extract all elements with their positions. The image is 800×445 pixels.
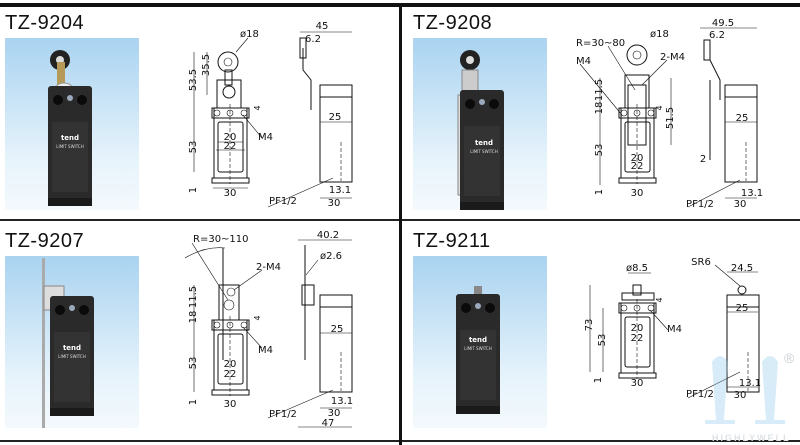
watermark-logo <box>705 356 785 424</box>
dim-screw: M4 <box>576 56 591 67</box>
dim-hole-gap: 4 <box>253 105 262 110</box>
dim-base-width: 30 <box>224 188 237 199</box>
switch-photo-tz9204: tend LIMIT SWITCH <box>48 50 92 206</box>
drawing-tz9204: ø18 53.5 35.5 4 M4 20 22 53 1 30 45 6.2 … <box>188 21 353 209</box>
dim-body-height: 53 <box>188 357 199 370</box>
dim-outer-width: 22 <box>631 161 644 172</box>
model-title-tz9211: TZ-9211 <box>413 230 491 252</box>
dim-base-height: 1 <box>593 377 604 383</box>
dim-screw: M4 <box>667 324 682 335</box>
photo-brand: tend <box>61 134 79 142</box>
dim-body-depth: 25 <box>331 324 344 335</box>
dim-upper-height: 11.5 <box>188 286 199 308</box>
dim-outer-width: 22 <box>224 141 237 152</box>
dim-total-depth: 40.2 <box>317 230 339 241</box>
dim-total-height: 53.5 <box>188 69 199 91</box>
drawing-tz9208: ø18 R=30~80 M4 2-M4 11.5 18 53 1 4 51.5 … <box>576 18 763 210</box>
dim-body-height: 53 <box>188 141 199 154</box>
dim-outer-width: 22 <box>224 369 237 380</box>
dim-base-depth: 30 <box>734 390 747 401</box>
dim-base-depth: 30 <box>734 199 747 210</box>
dim-base-height: 1 <box>594 189 605 195</box>
photo-brand: tend <box>475 139 493 147</box>
dim-lever-radius: R=30~80 <box>576 38 625 49</box>
dim-mid-height: 18 <box>594 102 605 115</box>
photo-label: LIMIT SWITCH <box>470 149 497 154</box>
dim-base-width: 30 <box>631 188 644 199</box>
dim-body-depth: 25 <box>329 112 342 123</box>
dim-base-depth: 30 <box>328 198 341 209</box>
dim-total-depth: 24.5 <box>731 263 753 274</box>
dim-inner-width: 20 <box>224 359 237 370</box>
dim-offset: 6.2 <box>305 34 321 45</box>
dim-screw: M4 <box>258 132 273 143</box>
dim-conduit: PF1/2 <box>686 199 714 210</box>
dim-conduit: PF1/2 <box>269 409 297 420</box>
vertical-rule <box>399 3 402 445</box>
dim-base-width: 30 <box>631 378 644 389</box>
dim-total-height: 73 <box>584 319 595 332</box>
registered-mark: ® <box>784 350 795 366</box>
photo-brand: tend <box>63 344 81 352</box>
photo-label: LIMIT SWITCH <box>56 144 83 149</box>
photo-brand: tend <box>469 336 487 344</box>
photo-label: LIMIT SWITCH <box>58 354 85 359</box>
dim-overall-depth: 47 <box>322 418 335 429</box>
dim-conduit-offset: 13.1 <box>741 188 763 199</box>
model-title-tz9208: TZ-9208 <box>413 12 493 34</box>
dim-inner-width: 20 <box>631 153 644 164</box>
dim-roller-diameter: ø18 <box>240 29 259 40</box>
switch-photo-tz9211: tend LIMIT SWITCH <box>456 286 500 414</box>
dim-roller-height: 35.5 <box>201 54 212 76</box>
dim-mid-height: 18 <box>188 311 199 324</box>
dim-offset: 6.2 <box>709 30 725 41</box>
dim-conduit: PF1/2 <box>269 196 297 207</box>
dim-body-height: 53 <box>597 334 608 347</box>
dim-screw-pair: 2-M4 <box>256 262 281 273</box>
dim-base-width: 30 <box>224 399 237 410</box>
drawing-tz9207: R=30~110 2-M4 11.5 18 4 M4 53 20 22 1 30… <box>184 230 353 429</box>
model-title-tz9207: TZ-9207 <box>5 230 85 252</box>
dim-body-depth: 25 <box>736 113 749 124</box>
dim-base-height: 1 <box>188 187 199 193</box>
dim-inner-width: 20 <box>224 132 237 143</box>
dim-base-height: 1 <box>188 399 199 405</box>
dim-outer-width: 22 <box>631 333 644 344</box>
dim-total-depth: 49.5 <box>712 18 734 29</box>
dim-conduit-offset: 13.1 <box>329 185 351 196</box>
dim-conduit-offset: 13.1 <box>739 378 761 389</box>
dim-rod-gap: 2 <box>700 154 706 165</box>
dim-roller-diameter: ø18 <box>650 29 669 40</box>
dim-plunger-diameter: ø8.5 <box>626 263 648 274</box>
dim-hole-gap: 4 <box>655 297 664 302</box>
drawing-tz9211: ø8.5 73 4 53 20 22 M4 1 30 SR6 24.5 25 1… <box>584 257 761 401</box>
dim-body-height: 53 <box>594 144 605 157</box>
watermark-text: HIGHLYWELL <box>712 433 791 443</box>
dim-base-depth: 30 <box>328 408 341 419</box>
dim-hole-gap: 4 <box>253 315 262 320</box>
photo-label: LIMIT SWITCH <box>464 346 491 351</box>
switch-photo-tz9207: tend LIMIT SWITCH <box>42 258 94 428</box>
dim-body-depth: 25 <box>736 303 749 314</box>
dim-conduit: PF1/2 <box>686 389 714 400</box>
dim-sphere-radius: SR6 <box>691 257 711 268</box>
dim-lever-radius: R=30~110 <box>193 234 249 245</box>
dim-hole-gap: 4 <box>655 105 664 110</box>
dim-total-depth: 45 <box>316 21 329 32</box>
dim-conduit-offset: 13.1 <box>331 396 353 407</box>
switch-photo-tz9208: tend LIMIT SWITCH <box>457 50 504 210</box>
dim-screw-pair: 2-M4 <box>660 52 685 63</box>
dim-inner-width: 20 <box>631 323 644 334</box>
dim-upper-height: 11.5 <box>594 79 605 101</box>
dim-screw: M4 <box>258 345 273 356</box>
dim-adjust-range: 51.5 <box>665 107 676 129</box>
dim-rod-diameter: ø2.6 <box>320 251 342 262</box>
model-title-tz9204: TZ-9204 <box>5 12 85 34</box>
